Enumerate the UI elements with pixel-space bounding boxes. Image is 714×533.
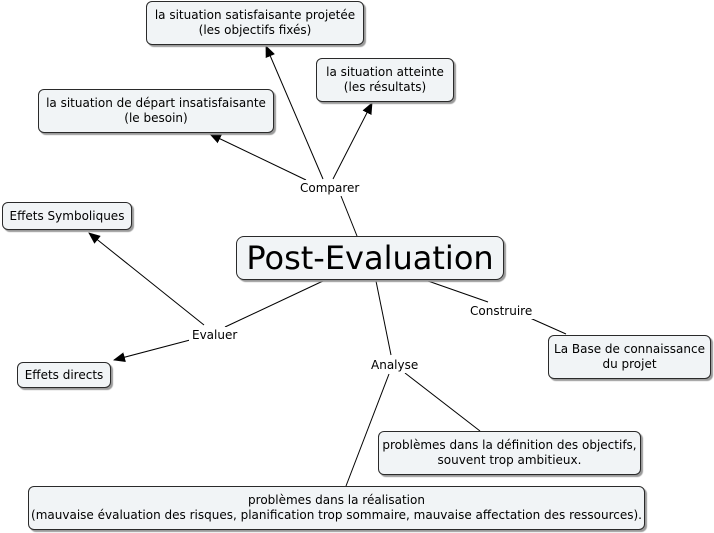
arrow-evaluer-direct	[113, 339, 191, 363]
link-construire-knowledge-base	[529, 317, 567, 335]
concept-symbolic-effects: Effets Symboliques	[2, 202, 132, 230]
concept-reached-line1: la situation atteinte	[326, 65, 444, 79]
arrow-evaluer-symbolic	[88, 232, 205, 326]
concept-symbolic-line1: Effets Symboliques	[9, 208, 125, 223]
link-central-evaluer	[224, 280, 324, 328]
central-concept-text: Post-Evaluation	[246, 239, 494, 277]
concept-starting-line2: (le besoin)	[124, 111, 188, 125]
link-central-comparer	[340, 195, 358, 237]
link-central-analyse	[375, 280, 392, 356]
linking-word-comparer: Comparer	[297, 180, 363, 196]
concept-direct-effects: Effets directs	[17, 362, 111, 388]
concept-objectives-line2: souvent trop ambitieux.	[437, 453, 582, 467]
link-central-construire	[427, 280, 489, 303]
concept-knowledge-base-line2: du projet	[602, 357, 657, 371]
concept-knowledge-base-line1: La Base de connaissance	[554, 342, 705, 356]
concept-realisation-line2: (mauvaise évaluation des risques, planif…	[31, 508, 642, 522]
concept-starting-situation: la situation de départ insatisfaisante (…	[38, 89, 274, 133]
link-analyse-realisation	[345, 373, 390, 487]
concept-realisation-problems: problèmes dans la réalisation (mauvaise …	[28, 486, 645, 530]
arrow-comparer-starting	[209, 133, 307, 181]
concept-starting-line1: la situation de départ insatisfaisante	[46, 96, 266, 110]
concept-realisation-line1: problèmes dans la réalisation	[248, 493, 425, 507]
concept-reached-situation: la situation atteinte (les résultats)	[316, 58, 454, 102]
concept-direct-line1: Effets directs	[24, 367, 104, 382]
concept-knowledge-base: La Base de connaissance du projet	[548, 335, 711, 379]
concept-objectives-problems: problèmes dans la définition des objecti…	[378, 431, 641, 475]
arrow-comparer-projected	[265, 45, 324, 180]
linking-word-analyse: Analyse	[368, 357, 422, 373]
concept-objectives-line1: problèmes dans la définition des objecti…	[382, 438, 637, 452]
concept-projected-situation: la situation satisfaisante projetée (les…	[146, 1, 364, 45]
linking-word-construire: Construire	[467, 303, 536, 319]
concept-reached-line2: (les résultats)	[343, 80, 427, 94]
central-concept-post-evaluation: Post-Evaluation	[236, 236, 504, 280]
arrow-comparer-reached	[332, 102, 373, 180]
concept-projected-line2: (les objectifs fixés)	[198, 23, 312, 37]
link-analyse-objectives	[404, 372, 481, 432]
concept-projected-line1: la situation satisfaisante projetée	[154, 8, 356, 22]
linking-word-evaluer: Evaluer	[189, 327, 241, 343]
